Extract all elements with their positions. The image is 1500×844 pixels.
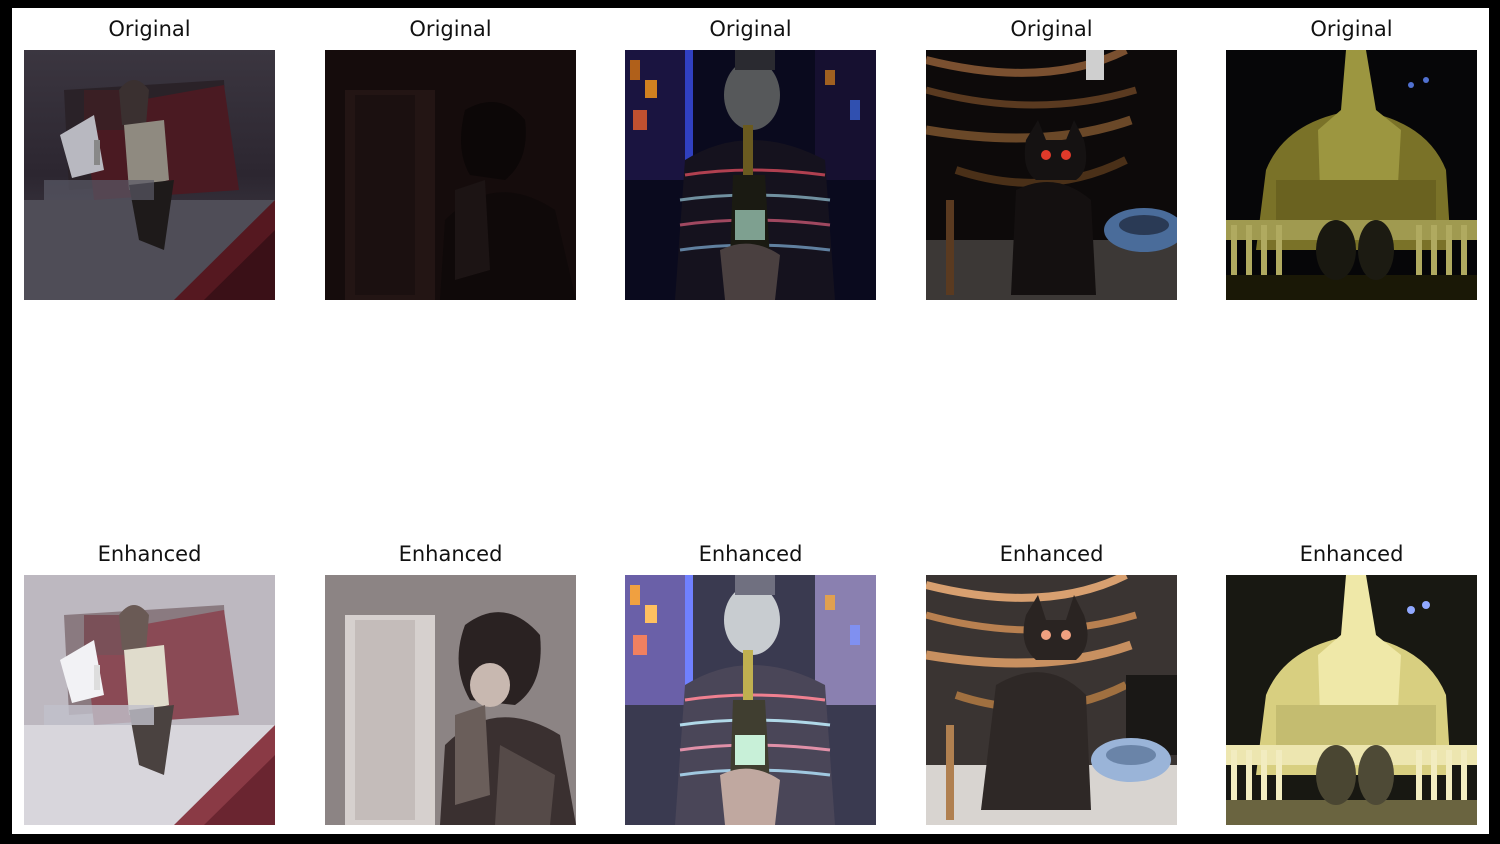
panel-title: Enhanced [698, 542, 803, 566]
panel-title: Enhanced [97, 542, 202, 566]
enhanced-image-cat [926, 575, 1177, 825]
original-image-man-laptop [24, 50, 275, 300]
original-image-dark-person [325, 50, 576, 300]
panel-title: Enhanced [1299, 542, 1404, 566]
enhanced-image-man-laptop [24, 575, 275, 825]
figure-canvas: Original [12, 8, 1489, 834]
panel-title: Original [1010, 17, 1093, 41]
panel-title: Original [709, 17, 792, 41]
enhanced-image-dark-person [325, 575, 576, 825]
original-image-cat [926, 50, 1177, 300]
original-image-man-bottle [625, 50, 876, 300]
panel-title: Original [108, 17, 191, 41]
original-image-monument [1226, 50, 1477, 300]
enhanced-image-monument [1226, 575, 1477, 825]
panel-title: Original [1310, 17, 1393, 41]
panel-title: Enhanced [398, 542, 503, 566]
panel-title: Enhanced [999, 542, 1104, 566]
enhanced-image-man-bottle [625, 575, 876, 825]
panel-title: Original [409, 17, 492, 41]
